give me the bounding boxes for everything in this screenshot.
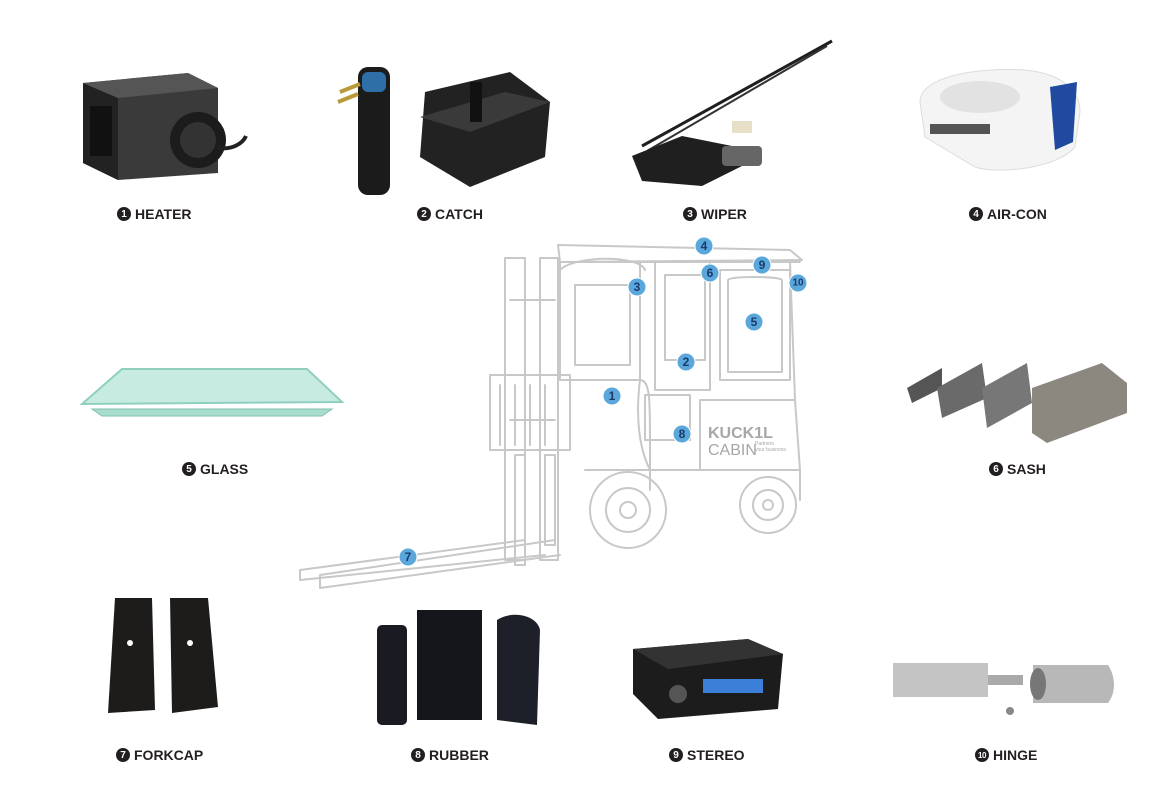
svg-text:8: 8	[679, 427, 686, 441]
heater-image[interactable]	[78, 68, 248, 183]
label-catch: 2 CATCH	[417, 206, 483, 222]
svg-text:2: 2	[683, 355, 690, 369]
svg-text:5: 5	[751, 315, 758, 329]
wiper-label: WIPER	[701, 206, 747, 222]
rubber-image[interactable]	[372, 605, 557, 730]
label-rubber: 8 RUBBER	[411, 747, 489, 763]
svg-text:7: 7	[405, 550, 412, 564]
marker-6[interactable]: 6	[700, 263, 720, 283]
label-stereo: 9 STEREO	[669, 747, 745, 763]
label-aircon: 4 AIR-CON	[969, 206, 1047, 222]
sash-image[interactable]	[902, 358, 1132, 448]
forkcap-image[interactable]	[100, 595, 230, 720]
svg-text:10: 10	[792, 278, 804, 289]
stereo-label: STEREO	[687, 747, 745, 763]
marker-7[interactable]: 7	[398, 547, 418, 567]
hinge-label: HINGE	[993, 747, 1038, 763]
rubber-label: RUBBER	[429, 747, 489, 763]
svg-text:1: 1	[609, 389, 616, 403]
marker-5[interactable]: 5	[744, 312, 764, 332]
glass-image[interactable]	[79, 364, 347, 424]
label-sash: 6 SASH	[989, 461, 1046, 477]
marker-3[interactable]: 3	[627, 277, 647, 297]
label-hinge: 10 HINGE	[975, 747, 1037, 763]
marker-2[interactable]: 2	[676, 352, 696, 372]
stereo-image[interactable]	[628, 634, 788, 724]
marker-4[interactable]: 4	[694, 236, 714, 256]
label-forkcap: 7 FORKCAP	[116, 747, 203, 763]
marker-10[interactable]: 10	[788, 273, 808, 293]
cabin-brand-tagline2: your business	[755, 447, 786, 453]
svg-text:9: 9	[759, 258, 766, 272]
hinge-image[interactable]	[888, 655, 1118, 725]
label-wiper: 3 WIPER	[683, 206, 747, 222]
marker-1[interactable]: 1	[602, 386, 622, 406]
cabin-brand-line2: CABIN	[708, 442, 757, 459]
svg-text:4: 4	[701, 239, 708, 253]
cabin-brand-tagline1: Partners	[755, 441, 774, 447]
aircon-image[interactable]	[915, 52, 1085, 177]
forkcap-label: FORKCAP	[134, 747, 204, 763]
sash-label: SASH	[1007, 461, 1046, 477]
heater-label: HEATER	[135, 206, 192, 222]
wiper-image[interactable]	[622, 36, 837, 196]
aircon-label: AIR-CON	[987, 206, 1047, 222]
label-glass: 5 GLASS	[182, 461, 248, 477]
marker-8[interactable]: 8	[672, 424, 692, 444]
cabin-brand-line1: KUCK1L	[708, 425, 773, 442]
svg-text:6: 6	[707, 266, 714, 280]
glass-label: GLASS	[200, 461, 249, 477]
catch-label: CATCH	[435, 206, 483, 222]
catch-image[interactable]	[330, 62, 555, 202]
label-heater: 1 HEATER	[117, 206, 192, 222]
svg-text:3: 3	[634, 280, 641, 294]
marker-9[interactable]: 9	[752, 255, 772, 275]
